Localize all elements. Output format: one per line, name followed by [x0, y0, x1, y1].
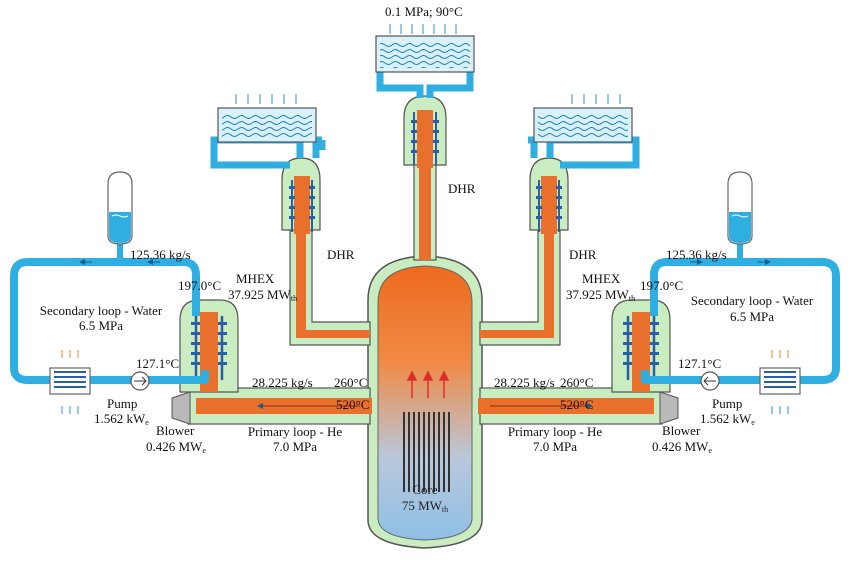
dhr-pool-left	[210, 107, 326, 169]
pressurizer-right	[727, 171, 753, 245]
left-primary-loop-pressure: 7.0 MPa	[272, 439, 318, 454]
dhr-center-label: DHR	[448, 181, 476, 196]
pressurizer-left	[107, 171, 133, 245]
right-hot-temp-label: 520°C	[560, 397, 594, 412]
heat-sink-left	[49, 367, 91, 395]
right-water-flow-label: 125.36 kg/s	[666, 247, 727, 262]
air-arrows-top	[235, 24, 621, 104]
pump-left-icon	[130, 371, 150, 391]
right-primary-loop-title: Primary loop - He	[507, 424, 603, 439]
upper-duct-left	[289, 214, 371, 346]
left-pump-label: Pump	[107, 396, 138, 411]
right-pump-power-label: 1.562 kWe	[700, 411, 755, 428]
core-rods	[403, 412, 450, 492]
left-blower-label: Blower	[156, 423, 195, 438]
dhr-pool-right	[528, 107, 640, 169]
right-hx-temp-label: 197.0°C	[640, 278, 684, 293]
blower-right-icon	[659, 391, 679, 425]
left-secondary-loop-pressure: 6.5 MPa	[78, 318, 124, 333]
core-label: Core	[412, 482, 438, 497]
left-hx-temp-label: 197.0°C	[178, 278, 222, 293]
heat-sink-arrows	[61, 350, 789, 414]
right-pump-label: Pump	[712, 396, 743, 411]
right-blower-power-label: 0.426 MWe	[652, 439, 712, 456]
dhr-pool-center	[375, 35, 475, 98]
upper-duct-right	[479, 214, 561, 346]
left-he-flow-label: 28.225 kg/s	[252, 375, 313, 390]
left-hot-temp-label: 520°C	[336, 397, 370, 412]
left-mhex-power-label: 37.925 MWth	[228, 287, 298, 304]
right-secondary-loop-pressure: 6.5 MPa	[729, 309, 775, 324]
left-blower-power-label: 0.426 MWe	[146, 439, 206, 456]
ambient-label: 0.1 MPa; 90°C	[385, 4, 463, 19]
pump-right-icon	[700, 371, 720, 391]
right-mhex-power-label: 37.925 MWth	[566, 287, 636, 304]
right-pump-temp-label: 127.1°C	[678, 356, 722, 371]
right-cold-temp-label: 260°C	[560, 375, 594, 390]
right-mhex-label: MHEX	[582, 271, 621, 286]
left-pump-temp-label: 127.1°C	[136, 356, 180, 371]
dhr-unit-right	[529, 157, 569, 234]
right-secondary-loop-title: Secondary loop - Water	[690, 293, 814, 308]
dhr-unit-center	[403, 95, 447, 168]
left-water-flow-label: 125.36 kg/s	[130, 247, 191, 262]
right-primary-loop-pressure: 7.0 MPa	[532, 439, 578, 454]
right-blower-label: Blower	[662, 423, 701, 438]
left-cold-temp-label: 260°C	[334, 375, 368, 390]
right-he-flow-label: 28.225 kg/s	[494, 375, 555, 390]
dhr-left-label: DHR	[327, 247, 355, 262]
heat-sink-right	[759, 367, 801, 395]
left-secondary-loop-title: Secondary loop - Water	[39, 303, 163, 318]
core-power-label: 75 MWth	[401, 498, 449, 515]
left-primary-loop-title: Primary loop - He	[247, 424, 343, 439]
left-pump-power-label: 1.562 kWe	[94, 411, 149, 428]
core-flow-arrows	[406, 370, 450, 398]
dhr-right-label: DHR	[569, 247, 597, 262]
primary-duct-right	[478, 387, 663, 425]
blower-left-icon	[171, 391, 191, 425]
secondary-loop-right	[641, 236, 840, 384]
primary-duct-left	[187, 387, 372, 425]
upper-duct-center	[413, 159, 437, 261]
dhr-unit-left	[281, 157, 321, 234]
left-mhex-label: MHEX	[236, 271, 275, 286]
